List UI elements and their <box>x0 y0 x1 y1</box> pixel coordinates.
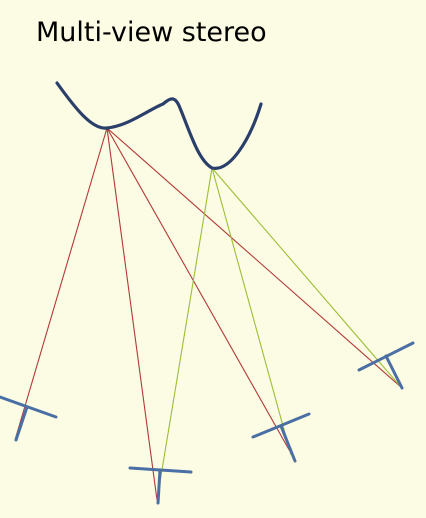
rays-from-point-2 <box>156 167 401 501</box>
ray-point2-camera3 <box>211 167 292 456</box>
surface-curve <box>55 81 263 170</box>
ray-point2-camera2 <box>156 167 213 501</box>
camera-2 <box>128 466 193 505</box>
rays-from-point-1 <box>14 127 403 501</box>
camera-3-axis <box>279 424 297 463</box>
ray-point1-camera1 <box>14 127 108 441</box>
camera-1-axis <box>14 405 29 442</box>
slide-title: Multi-view stereo <box>36 17 267 48</box>
cameras <box>0 341 415 505</box>
camera-3 <box>251 412 311 463</box>
camera-2-axis <box>156 468 162 505</box>
camera-4 <box>357 341 415 390</box>
ray-point2-camera4 <box>211 167 401 387</box>
camera-1 <box>0 395 58 442</box>
ray-point1-camera3 <box>106 127 297 463</box>
camera-4-axis <box>384 354 404 390</box>
ray-point1-camera2 <box>106 127 158 501</box>
ray-point1-camera4 <box>106 127 403 389</box>
